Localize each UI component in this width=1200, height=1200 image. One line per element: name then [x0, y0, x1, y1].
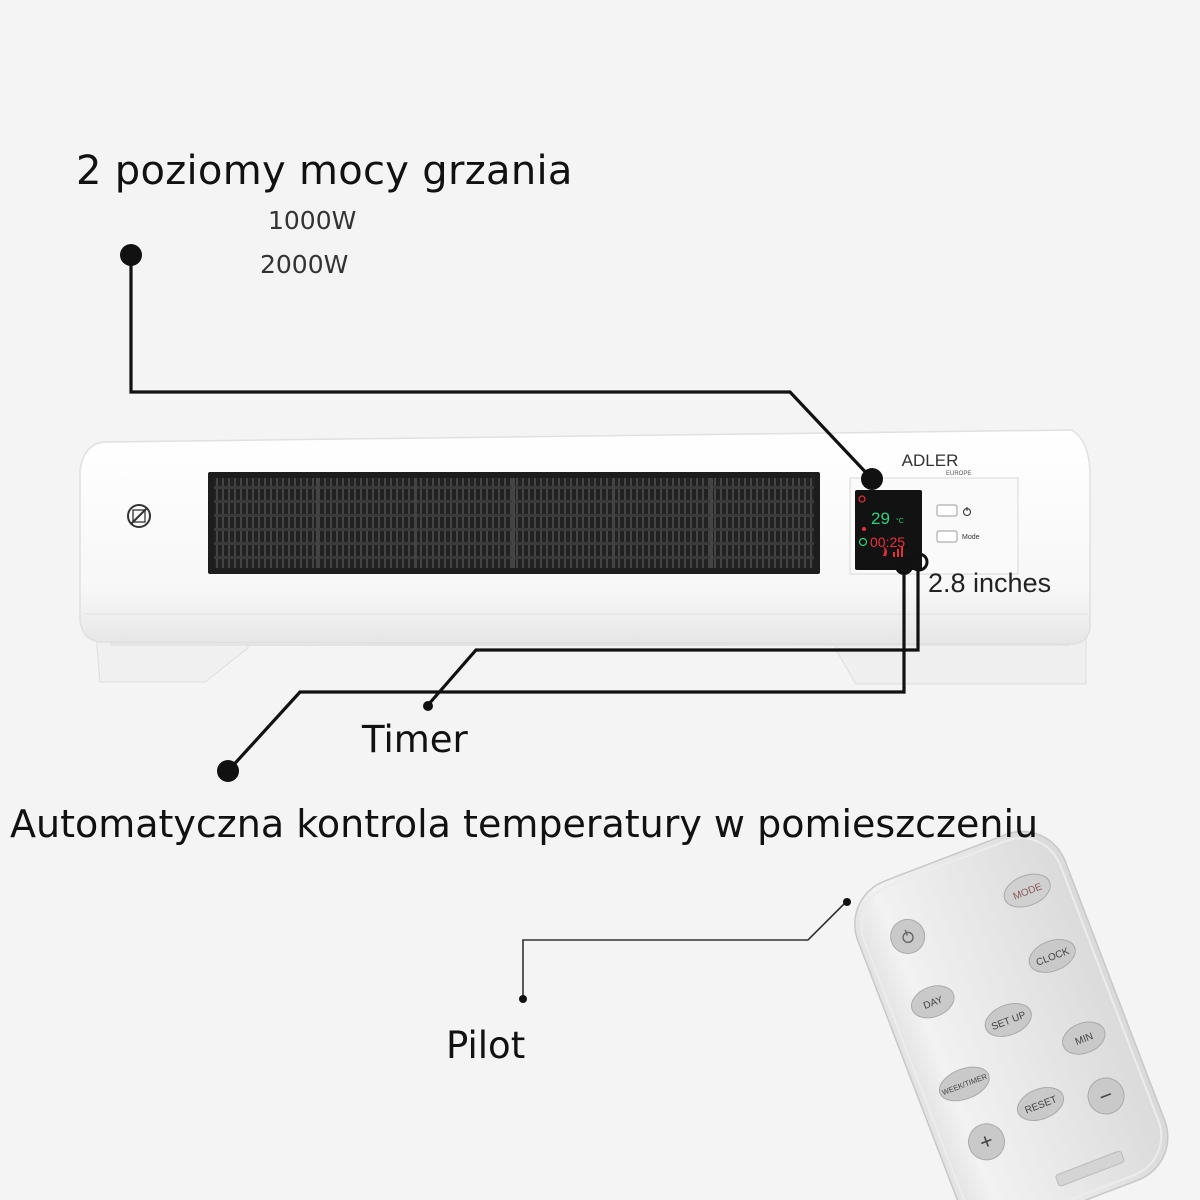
callout-timer-dot [423, 701, 433, 711]
callout-display-dot [895, 557, 913, 575]
display-timer: 00:25 [870, 534, 905, 550]
remote-label: Pilot [446, 1024, 526, 1067]
callout-auto-dot [217, 760, 239, 782]
remote-clock-button[interactable]: CLOCK [1024, 933, 1080, 978]
mode-button-label: Mode [962, 534, 980, 541]
brand-sub: EUROPE [946, 471, 971, 477]
display-power-icon [858, 495, 866, 503]
remote-battery-cover [1055, 1150, 1125, 1187]
remote-power-icon [902, 929, 914, 944]
heater-power-button[interactable] [936, 504, 958, 517]
display-temp-unit: °C [896, 517, 904, 525]
remote-plus-button[interactable]: + [963, 1119, 1010, 1166]
auto-temperature-label: Automatyczna kontrola temperatury w pomi… [10, 802, 1039, 846]
power-icon [962, 507, 972, 517]
callout-lines [129, 256, 920, 773]
display-temperature: 29 [871, 509, 890, 528]
display-size-label: 2.8 inches [928, 568, 1052, 598]
heating-levels-heading: 2 poziomy mocy grzania [76, 148, 573, 194]
power-level-2: 2000W [260, 250, 349, 279]
power-level-1: 1000W [268, 206, 357, 235]
timer-label: Timer [362, 718, 468, 761]
remote-mode-button[interactable]: MODE [999, 868, 1055, 913]
heater-mode-button[interactable] [936, 530, 958, 543]
remote-control: MODE DAY CLOCK SET UP WEEK/TIMER MIN [854, 830, 1169, 1200]
remote-min-button[interactable]: MIN [1058, 1016, 1110, 1060]
callout-auto-line [226, 568, 906, 773]
callout-power-line [129, 256, 874, 481]
remote-setup-button[interactable]: SET UP [981, 997, 1037, 1042]
callout-dimension-dot [909, 552, 929, 572]
brand-logo: ADLER [902, 451, 959, 470]
callout-remote-dot-bottom [519, 995, 527, 1003]
heater-grille [208, 472, 820, 574]
wall-heater: ADLER EUROPE 29 °C 00:25 Mode [79, 429, 1091, 685]
callout-panel-dot [861, 468, 883, 490]
remote-power-button[interactable] [886, 914, 930, 958]
callout-timer-line [426, 564, 920, 707]
remote-week-timer-button[interactable]: WEEK/TIMER [935, 1061, 994, 1108]
led-display: 29 °C 00:25 [855, 490, 922, 570]
remote-reset-button[interactable]: RESET [1013, 1081, 1069, 1126]
remote-day-button[interactable]: DAY [907, 980, 959, 1024]
callout-power-dot [120, 244, 142, 266]
no-cover-icon [127, 504, 151, 528]
remote-minus-button[interactable]: − [1083, 1073, 1130, 1120]
callout-remote-line [522, 901, 847, 998]
callout-remote-dot-top [843, 898, 851, 906]
